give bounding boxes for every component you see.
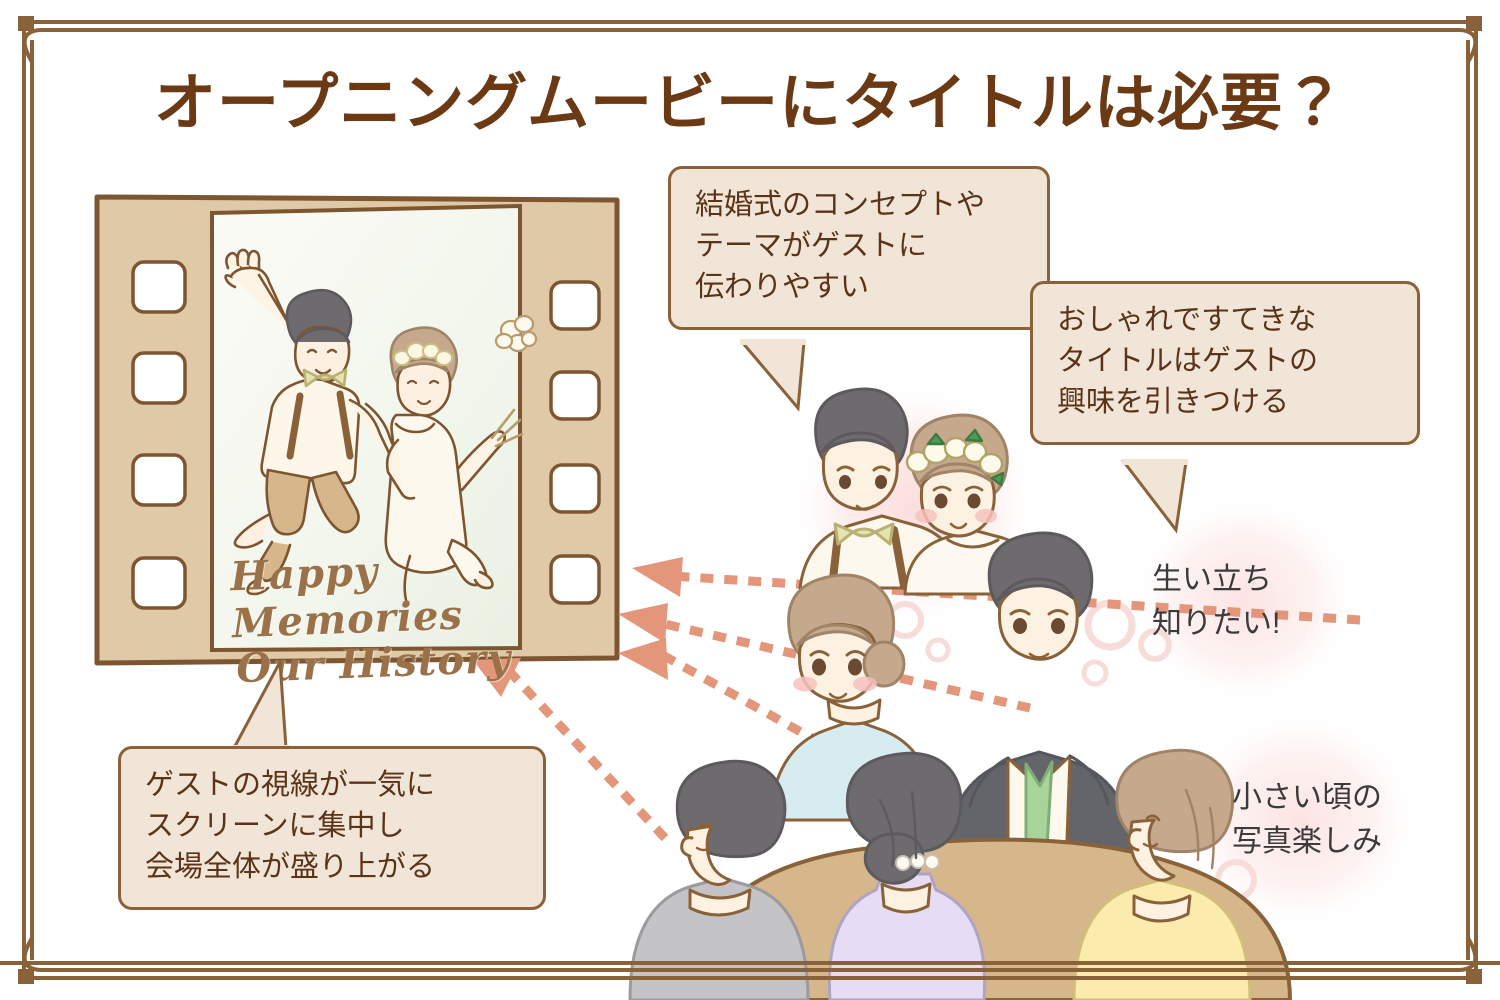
bubble-attention-tail <box>232 660 290 751</box>
glow-childhood-photos: 小さい頃の 写真楽しみ <box>1232 776 1382 863</box>
bubble-stylish-title: おしゃれですてきな タイトルはゲストの 興味を引きつける <box>1030 281 1420 445</box>
bubble-stylish-line-3: 興味を引きつける <box>1057 386 1290 419</box>
script-line-1: Happy Memories <box>229 547 464 648</box>
bubble-stylish-line-1: おしゃれですてきな <box>1057 304 1317 336</box>
arrow-1-head <box>632 557 683 597</box>
bubble-concept-line-2: テーマがゲストに <box>695 230 928 263</box>
bubble-guest-attention: ゲストの視線が一気に スクリーンに集中し 会場全体が盛り上がる <box>118 746 546 910</box>
glow-childhood-line-1: 小さい頃の <box>1232 781 1382 814</box>
page-title: オープニングムービーにタイトルは必要？ <box>153 69 1347 138</box>
glow-upbringing-line-1: 生い立ち <box>1152 563 1272 596</box>
bubble-concept-line-3: 伝わりやすい <box>695 271 870 304</box>
glow-upbringing-line-2: 知りたい! <box>1152 606 1281 640</box>
bubble-attention-line-3: 会場全体が盛り上がる <box>145 851 436 884</box>
glow-childhood-line-2: 写真楽しみ <box>1232 824 1382 858</box>
bubble-stylish-title-tail <box>1120 459 1188 534</box>
bubble-attention-line-2: スクリーンに集中し <box>145 810 405 843</box>
bubble-concept: 結婚式のコンセプトや テーマがゲストに 伝わりやすい <box>668 166 1050 330</box>
bubble-stylish-line-2: タイトルはゲストの <box>1057 345 1319 378</box>
bubble-concept-tail <box>740 339 806 412</box>
glow-upbringing: 生い立ち 知りたい! <box>1152 558 1280 645</box>
arrow-3-head <box>618 638 668 680</box>
arrow-2-head <box>618 603 668 643</box>
bubble-concept-line-1: 結婚式のコンセプトや <box>695 189 986 221</box>
bubble-attention-line-1: ゲストの視線が一気に <box>145 769 436 801</box>
